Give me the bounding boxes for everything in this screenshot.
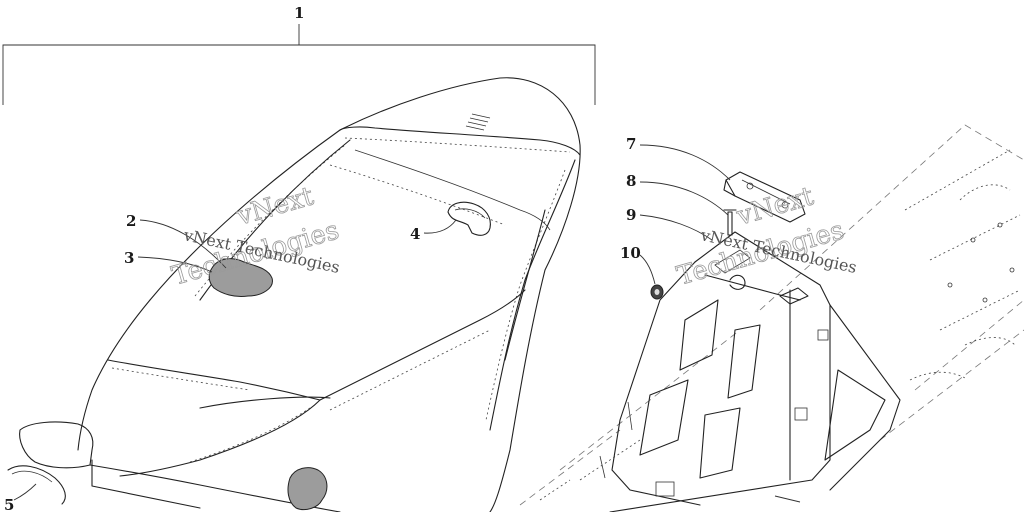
callout-8: 8 [626, 172, 636, 190]
grab-handle [447, 201, 491, 236]
callouts: 1 2 3 4 5 7 8 9 10 [4, 4, 641, 512]
callout-2: 2 [126, 212, 136, 230]
callout-9: 9 [626, 206, 636, 224]
leader-lines [13, 144, 801, 503]
watermark-right: vNext Technologies vNext Technologies [673, 181, 858, 292]
seat-bracket [599, 231, 901, 512]
callout-10: 10 [620, 244, 641, 262]
callout-4: 4 [410, 225, 420, 243]
seat-logo [465, 113, 491, 131]
foam-patch [208, 258, 328, 511]
callout-5: 5 [4, 496, 14, 512]
seat-assembly [19, 77, 581, 512]
chassis-tunnel [519, 124, 1024, 506]
assembly-bracket [2, 24, 596, 105]
retaining-ring [7, 465, 66, 505]
nut [650, 284, 664, 300]
callout-3: 3 [124, 249, 134, 267]
seat-latch [723, 171, 806, 223]
callout-1: 1 [294, 4, 304, 22]
callout-7: 7 [626, 135, 636, 153]
screw [723, 209, 737, 236]
